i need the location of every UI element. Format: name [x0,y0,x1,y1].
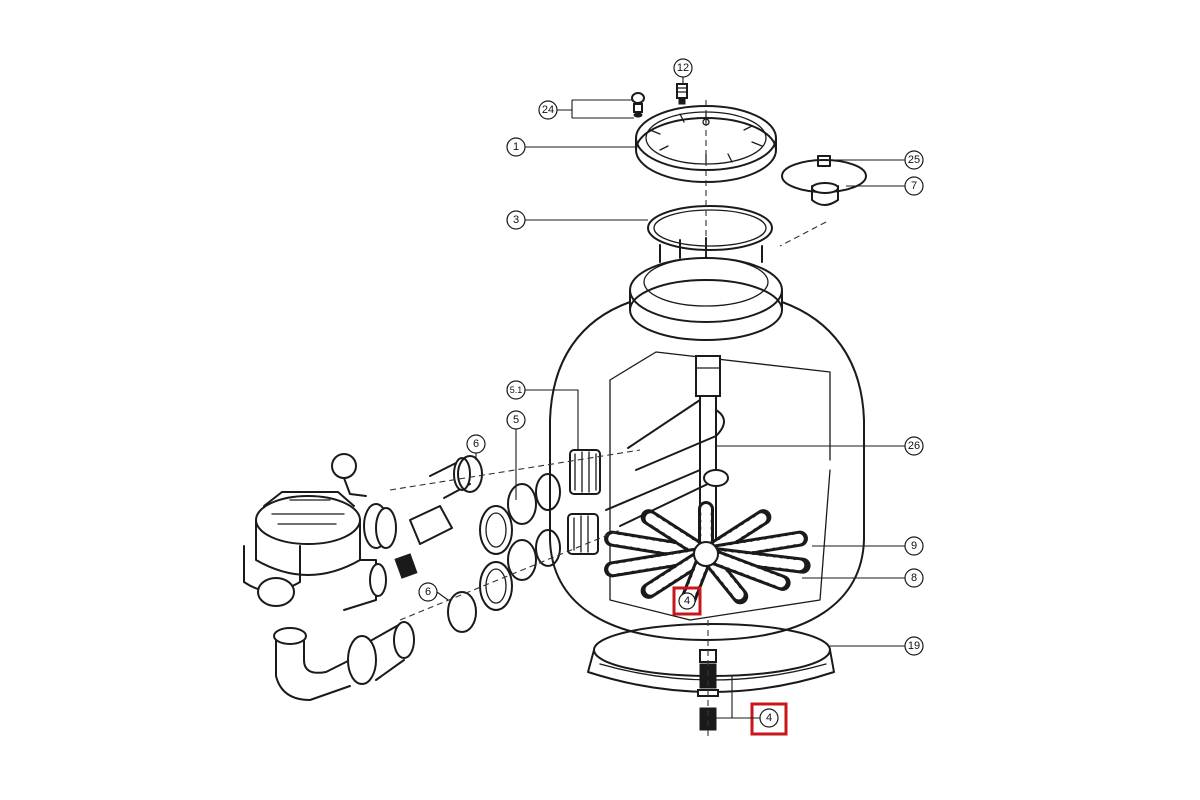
callout-8-label: 8 [911,572,917,584]
callouts: 12 24 1 25 7 3 5.1 5 6 [418,58,924,736]
callout-7-label: 7 [911,180,917,192]
callout-1-label: 1 [513,141,519,153]
callout-24-label: 24 [542,104,554,116]
pipe-connectors [375,457,471,579]
lid-bolts [659,237,763,263]
multiport-valve [243,453,389,611]
highlight-box-4-lower [750,702,788,736]
callout-12-label: 12 [677,62,689,74]
part7-axis [779,221,827,247]
pressure-gauge-part [631,92,645,118]
waste-elbow-pipe [273,621,415,701]
lid-o-ring [647,205,773,251]
callout-4-upper [678,592,696,610]
callout-26-label: 26 [908,440,920,452]
callout-4-lower-label: 4 [766,712,772,724]
callout-6-upper-label: 6 [473,438,479,450]
callout-19-label: 19 [908,640,920,652]
drain-plug [697,620,719,740]
callout-9-label: 9 [911,540,917,552]
callout-6-lower-label: 6 [425,586,431,598]
vent-screw [676,83,688,105]
callout-25-label: 25 [908,154,920,166]
callout-4-upper-label: 4 [684,595,690,607]
highlight-box-4-upper [672,586,702,616]
callout-3-label: 3 [513,214,519,226]
lateral-rib [701,549,788,588]
laterals [604,501,811,607]
union-nuts [447,449,601,633]
filter-tank [549,257,865,641]
upper-connection-axis [389,449,641,491]
callout-5-1-label: 5.1 [510,385,523,395]
callout-5-label: 5 [513,414,519,426]
air-release-cap [781,155,867,206]
